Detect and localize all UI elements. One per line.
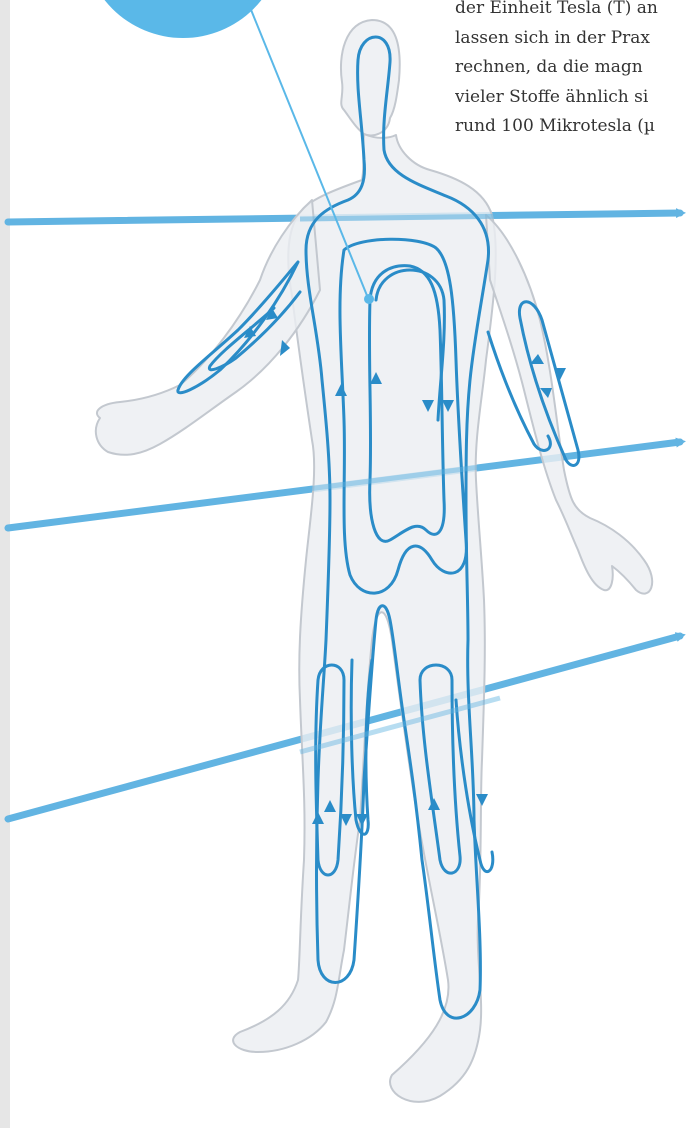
magnifier-bubble [83, 0, 283, 38]
field-arrow-top-overlay [300, 216, 520, 219]
right-arm-shape [486, 215, 652, 594]
article-line: rechnen, da die magn [455, 53, 694, 83]
article-line: der Einheit Tesla (T) an [455, 0, 694, 24]
article-text: der Einheit Tesla (T) an lassen sich in … [455, 0, 694, 142]
callout-pointer-dot [364, 294, 374, 304]
article-line: lassen sich in der Prax [455, 24, 694, 54]
article-line: rund 100 Mikrotesla (µ [455, 112, 694, 142]
human-body [96, 20, 652, 1102]
article-line: vieler Stoffe ähnlich si [455, 83, 694, 113]
left-arm-shape [96, 200, 320, 455]
